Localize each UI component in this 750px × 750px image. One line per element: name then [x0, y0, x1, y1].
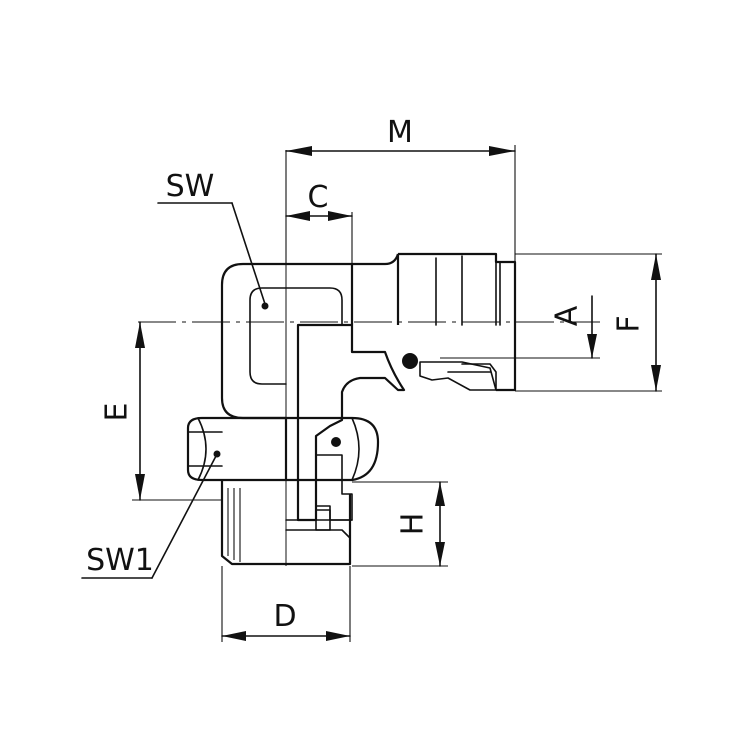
- label-a: A: [550, 305, 585, 326]
- dimension-e: E: [100, 321, 222, 501]
- dimension-f: F: [515, 253, 662, 392]
- dimension-d: D: [221, 566, 351, 642]
- section-hatching: [296, 323, 497, 531]
- male-thread: [220, 480, 353, 566]
- label-sw1: SW1: [86, 543, 154, 578]
- seal-ring: [331, 437, 341, 447]
- dimension-m: M: [285, 115, 516, 264]
- dimension-h: H: [352, 481, 448, 567]
- leader-sw1: SW1: [81, 450, 221, 579]
- label-sw: SW: [166, 169, 215, 204]
- dimension-c: C: [285, 180, 353, 264]
- label-e: E: [100, 403, 135, 422]
- dimension-a: A: [440, 295, 600, 359]
- label-d: D: [273, 599, 296, 634]
- hex-nut: [186, 416, 380, 482]
- label-f: F: [612, 315, 647, 332]
- leader-sw: SW: [157, 169, 269, 310]
- label-c: C: [308, 180, 329, 215]
- body-outline: [220, 252, 517, 480]
- label-h: H: [396, 513, 431, 536]
- label-m: M: [387, 115, 413, 150]
- o-ring: [402, 353, 418, 369]
